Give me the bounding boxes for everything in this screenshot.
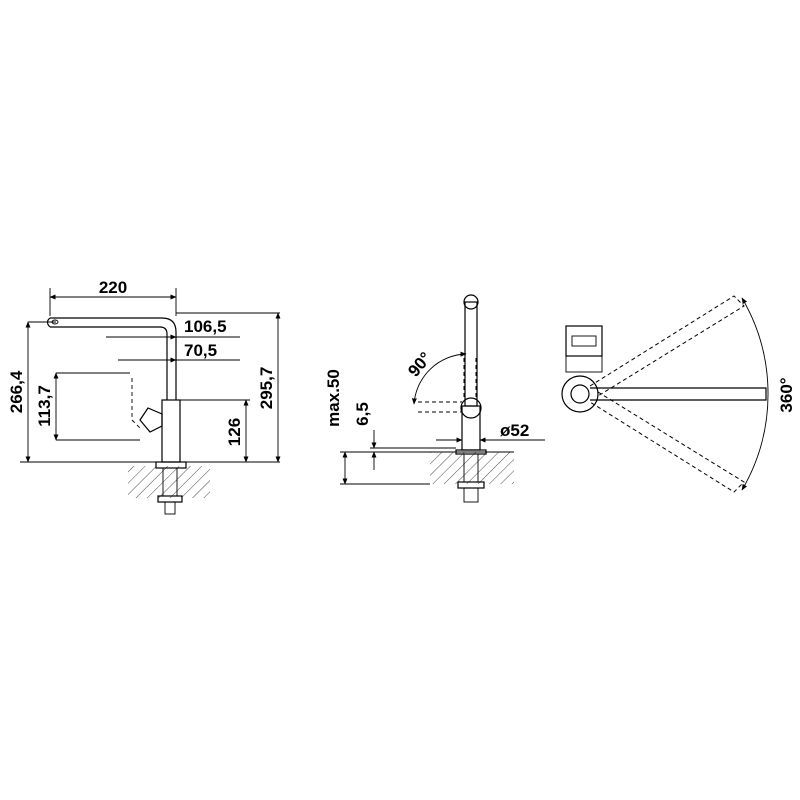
dim-diameter-52: ø52 [500,421,529,440]
top-spout-rotated-up [589,295,745,397]
front-lever-dashed [131,378,141,429]
side-view: max.50 6,5 90° ø52 [324,294,545,503]
side-spout-top [463,294,479,310]
spout-outlet [46,317,51,328]
side-hose [463,487,479,503]
dim-90-degrees: 90° [404,348,435,380]
front-view: 220 106,5 70,5 266,4 113,7 126 295,7 [7,278,281,515]
front-countertop-hatch [128,466,210,498]
top-view: 360° [561,295,796,493]
dim-220: 220 [99,278,127,297]
top-lever-neck [565,355,603,373]
top-body-outer [561,375,599,413]
dim-113-7: 113,7 [35,385,54,427]
dim-6-5: 6,5 [353,402,372,426]
front-body [161,399,181,463]
front-spout [50,317,177,400]
dim-295-7: 295,7 [257,367,276,410]
top-spout [590,387,767,401]
side-angle-arc [411,351,467,405]
side-countertop-hatch [430,452,514,484]
top-body-inner [570,384,590,404]
side-lever-hub [460,397,482,419]
dim-70-5: 70,5 [184,341,217,360]
side-spout [464,301,478,407]
dim-360-degrees: 360° [777,377,796,412]
side-lever-up-dashed [463,358,477,400]
dim-266-4: 266,4 [7,370,26,413]
front-lever [139,407,163,433]
top-spout-rotated-down [589,391,745,493]
side-body [461,405,481,451]
top-rotation-arc [741,297,769,491]
dim-max-50: max.50 [324,369,343,427]
top-lever-inner [571,335,597,347]
dim-106-5: 106,5 [184,317,227,336]
side-lever-dashed [418,401,462,413]
top-lever-block [565,325,603,357]
front-hose [164,501,176,515]
dim-126: 126 [225,418,244,446]
